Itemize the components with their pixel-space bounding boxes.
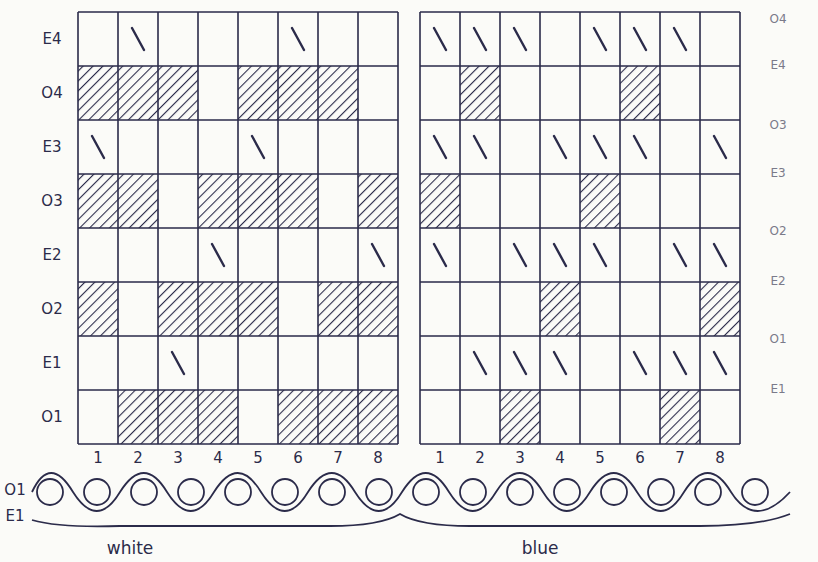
column-number: 7 [333, 450, 343, 467]
row-label: O2 [41, 301, 62, 318]
yarn-label: E1 [5, 508, 24, 525]
color-label: blue [522, 539, 559, 558]
row-label: E2 [770, 275, 785, 288]
row-label: E2 [42, 247, 61, 264]
cross-section [32, 473, 790, 526]
column-number: 5 [595, 450, 605, 467]
column-number: 3 [173, 450, 183, 467]
row-label: O3 [769, 119, 786, 132]
yarn-label: O1 [4, 482, 25, 499]
column-number: 1 [93, 450, 103, 467]
row-label: O2 [769, 225, 786, 238]
row-label: E1 [770, 383, 785, 396]
column-number: 2 [475, 450, 485, 467]
column-number: 1 [435, 450, 445, 467]
column-number: 5 [253, 450, 263, 467]
row-label: E1 [42, 355, 61, 372]
column-number: 6 [635, 450, 645, 467]
column-number: 4 [555, 450, 565, 467]
backslash-marks [92, 28, 726, 374]
row-label: E3 [42, 139, 61, 156]
column-number: 4 [213, 450, 223, 467]
row-label: O3 [41, 193, 62, 210]
column-number: 3 [515, 450, 525, 467]
row-label: O4 [41, 85, 62, 102]
row-label: O1 [769, 333, 786, 346]
column-number: 7 [675, 450, 685, 467]
row-label: E4 [770, 59, 785, 72]
column-number: 8 [715, 450, 725, 467]
column-number: 6 [293, 450, 303, 467]
column-number: 8 [373, 450, 383, 467]
grid-lines [78, 12, 740, 444]
color-label: white [107, 539, 154, 558]
column-number: 2 [133, 450, 143, 467]
row-label: E3 [770, 167, 785, 180]
row-label: O1 [41, 409, 62, 426]
row-label: O4 [769, 13, 786, 26]
hatched-cells [78, 66, 740, 444]
row-label: E4 [42, 31, 61, 48]
